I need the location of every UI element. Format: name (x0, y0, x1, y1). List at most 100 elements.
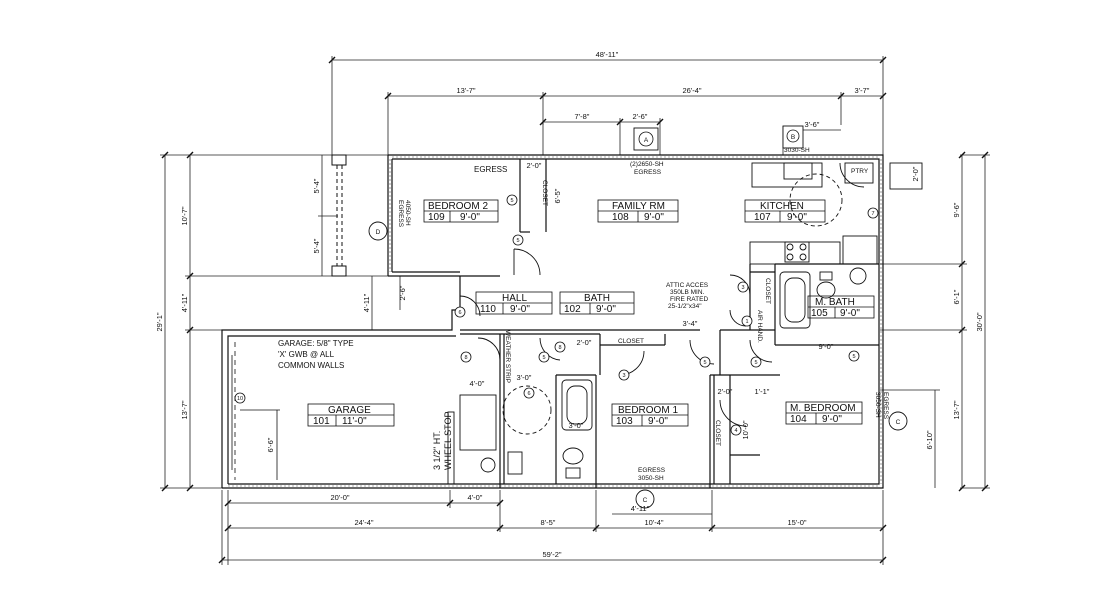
dim-in-2-0d: 2'-0" (911, 166, 920, 181)
room-ht-bedroom1: 9'-0" (648, 416, 668, 427)
door-tag-13: 4 (734, 428, 737, 434)
door-tag-7: 10 (237, 396, 243, 402)
dim-right-6-10: 6'-10" (925, 430, 934, 449)
room-num-bedroom2: 109 (428, 212, 445, 223)
label-egress-bottom: EGRESS (638, 467, 666, 474)
dim-bottom-4-0: 4'-0" (468, 493, 483, 502)
garage-note-3: COMMON WALLS (278, 361, 344, 370)
dim-overall-top: 48'-11" (596, 50, 619, 59)
dim-in-3-0: 3'-0" (517, 373, 532, 382)
label-egress-b2: EGRESS (474, 165, 507, 174)
garage-note-2: 'X' GWB @ ALL (278, 350, 335, 359)
dim-right-13-7: 13'-7" (952, 400, 961, 419)
door-tag-12: 3 (741, 285, 744, 291)
dim-26-4: 26'-4" (682, 86, 701, 95)
label-egress-right: EGRESS (882, 392, 889, 420)
dim-in-9-0: 9'-0" (819, 342, 834, 351)
room-ht-hall: 9'-0" (510, 304, 530, 315)
wheel-stop-1: 3 1/2" HT. (432, 431, 442, 470)
room-num-family: 108 (612, 212, 629, 223)
room-num-bath: 102 (564, 304, 581, 315)
section-marker-c-right: C (896, 419, 901, 426)
door-tag-9: 5 (703, 360, 706, 366)
dim-in-6-5: 6'-5" (553, 188, 562, 203)
garage-note-1: GARAGE: 5/8" TYPE (278, 339, 354, 348)
dim-bottom-4-11: 4'-11" (631, 504, 650, 513)
dim-7-8: 7'-8" (575, 112, 590, 121)
dim-in-2-0: 2'-0" (577, 338, 592, 347)
room-ht-bedroom2: 9'-0" (460, 212, 480, 223)
label-closet-kit: CLOSET (764, 278, 771, 304)
label-egress-top: EGRESS (634, 169, 662, 176)
label-pantry: PTRY (851, 168, 869, 175)
room-name-mbath: M. BATH (815, 297, 855, 308)
label-closet-b2: CLOSET (541, 180, 548, 206)
section-marker-d: D (376, 229, 381, 236)
label-win-top: (2)2650-SH (630, 161, 664, 168)
door-tag-14: 1 (745, 319, 748, 325)
label-attic-1: ATTIC ACCES (666, 282, 709, 289)
dim-in-2-0b: 2'-0" (718, 387, 733, 396)
dim-right-9-6: 9'-6" (952, 202, 961, 217)
room-num-kitchen: 107 (754, 212, 771, 223)
label-closet-hall: CLOSET (618, 338, 644, 345)
dim-2-6: 2'-6" (633, 112, 648, 121)
dim-3-6: 3'-6" (805, 120, 820, 129)
room-num-hall: 110 (480, 304, 496, 315)
label-win-left: 4050-SH (404, 200, 411, 226)
label-win-kitchen: 3030-SH (784, 147, 810, 154)
room-ht-mbath: 9'-0" (840, 308, 860, 319)
door-tag-4: 8 (464, 355, 467, 361)
dim-13-7-top: 13'-7" (456, 86, 475, 95)
door-tag-5: 5 (542, 355, 545, 361)
room-ht-family: 9'-0" (644, 212, 664, 223)
dim-right-30: 30'-0" (975, 312, 984, 331)
door-tag-15: 7 (871, 211, 874, 217)
dim-bottom-10-4: 10'-4" (644, 518, 663, 527)
dim-left-4-11: 4'-11" (180, 293, 189, 312)
room-name-family: FAMILY RM (612, 201, 665, 212)
label-egress-left: EGRESS (397, 200, 404, 228)
label-weather-strip: WEATHER STRIP (504, 330, 511, 383)
dim-in-6-6: 6'-6" (266, 437, 275, 452)
dim-left-5-4b: 5'-4" (312, 238, 321, 253)
dim-in-4-0: 4'-0" (470, 379, 485, 388)
door-tag-11: 5 (852, 354, 855, 360)
dim-bottom-20: 20'-0" (330, 493, 349, 502)
section-marker-b: B (791, 134, 795, 141)
label-attic-3: FIRE RATED (670, 296, 708, 303)
dim-right-6-1: 6'-1" (952, 289, 961, 304)
door-tag-8: 8 (558, 345, 561, 351)
section-marker-a: A (644, 137, 649, 144)
section-marker-c-bottom: C (643, 497, 648, 504)
dim-left-10-7: 10'-7" (180, 206, 189, 225)
room-num-mbath: 105 (811, 308, 828, 319)
room-name-mbedroom: M. BEDROOM (790, 403, 856, 414)
room-num-garage: 101 (313, 416, 330, 427)
room-ht-garage: 11'-0" (342, 416, 367, 427)
room-ht-mbedroom: 9'-0" (822, 414, 842, 425)
door-tag-6: 6 (527, 391, 530, 397)
room-ht-kitchen: 9'-0" (787, 212, 807, 223)
label-win-bottom: 3050-SH (638, 475, 664, 482)
dim-in-10-0: 10'-0" (741, 420, 750, 439)
dim-bottom-24-4: 24'-4" (354, 518, 373, 527)
dim-in-3-0b: 3'-0" (569, 421, 584, 430)
room-name-kitchen: KITCHEN (760, 201, 804, 212)
dim-in-3-4: 3'-4" (683, 319, 698, 328)
room-name-bath: BATH (584, 293, 610, 304)
room-num-bedroom1: 103 (616, 416, 633, 427)
dim-left-2-6: 2'-6" (398, 285, 407, 300)
label-closet-mb: CLOSET (714, 420, 721, 446)
dim-bottom-15-0: 15'-0" (787, 518, 806, 527)
door-tag-2: 5 (516, 238, 519, 244)
label-attic-2: 350LB MIN. (670, 289, 705, 296)
room-name-bedroom1: BEDROOM 1 (618, 405, 678, 416)
door-tag-16: 3 (622, 373, 625, 379)
label-win-right: 3050-SH (874, 392, 881, 418)
dim-bottom-total: 59'-2" (542, 550, 561, 559)
dim-3-7: 3'-7" (855, 86, 870, 95)
dim-bottom-8-5: 8'-5" (541, 518, 556, 527)
dim-in-2-0c: 2'-0" (527, 161, 542, 170)
